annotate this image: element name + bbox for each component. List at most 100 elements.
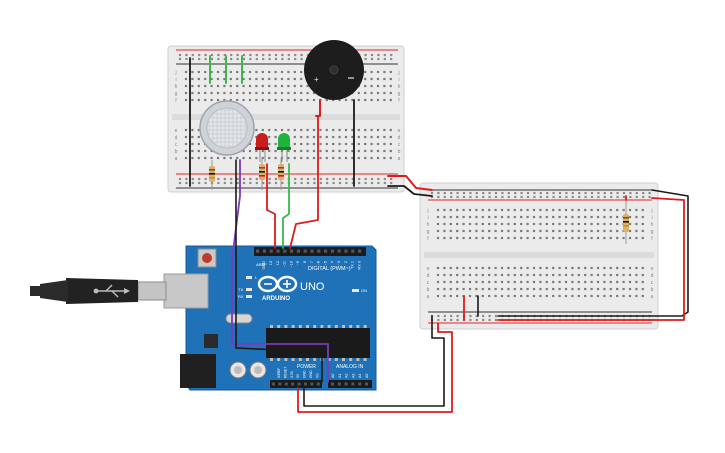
- usb-cable[interactable]: [30, 278, 167, 304]
- wire-rail-black-bridge[interactable]: [387, 185, 433, 197]
- breadboard-hole: [191, 98, 194, 102]
- header-hole[interactable]: [256, 249, 260, 253]
- breadboard-hole: [526, 266, 529, 270]
- resistor-4-band-3: [623, 225, 629, 227]
- breadboard-hole: [204, 70, 207, 74]
- power-pin-label: Vin: [315, 373, 319, 378]
- led-green[interactable]: [277, 133, 291, 162]
- breadboard-hole: [475, 287, 478, 291]
- resistor-3[interactable]: [278, 158, 284, 190]
- wire-buzzer-to-d10[interactable]: [289, 115, 319, 249]
- breadboard-hole: [468, 273, 472, 277]
- header-hole[interactable]: [278, 382, 282, 386]
- wire-5v-to-rail[interactable]: [297, 322, 453, 413]
- wire-right-red-loop[interactable]: [497, 197, 685, 321]
- wire-rail-red-bridge[interactable]: [387, 175, 433, 191]
- breadboard-hole: [596, 208, 600, 212]
- breadboard-hole: [338, 98, 341, 102]
- header-hole[interactable]: [330, 249, 334, 253]
- header-hole[interactable]: [272, 382, 275, 386]
- resistor-2[interactable]: [259, 158, 265, 190]
- breadboard-hole: [204, 98, 207, 102]
- breadboard-hole: [281, 57, 284, 61]
- header-hole[interactable]: [283, 249, 287, 253]
- wire-green-led-to-d11[interactable]: [282, 163, 290, 249]
- breadboard-hole: [500, 287, 504, 291]
- breadboard-hole: [532, 273, 536, 277]
- digital-pin-label: TX 1: [351, 261, 355, 269]
- breadboard-hole: [596, 229, 600, 233]
- header-hole[interactable]: [262, 249, 266, 253]
- breadboard-hole: [300, 57, 303, 61]
- breadboard-hole: [248, 149, 252, 153]
- header-hole[interactable]: [337, 382, 341, 386]
- header-hole[interactable]: [358, 382, 362, 386]
- ic-pin: [270, 325, 273, 328]
- row-letter: g: [651, 229, 654, 235]
- breadboard-hole: [338, 181, 342, 185]
- breadboard-hole: [338, 128, 341, 132]
- header-hole[interactable]: [304, 382, 307, 386]
- wire-right-black-loop[interactable]: [497, 189, 689, 317]
- header-hole[interactable]: [284, 382, 288, 386]
- resistor-1[interactable]: [209, 160, 215, 190]
- breadboard-hole: [230, 177, 233, 181]
- breadboard-hole: [577, 229, 580, 233]
- breadboard-hole: [590, 195, 594, 199]
- wire-black-sensor[interactable]: [235, 159, 323, 383]
- reset-button-cap[interactable]: [202, 253, 212, 263]
- piezo-buzzer[interactable]: +: [304, 40, 364, 100]
- header-hole[interactable]: [331, 382, 334, 386]
- breadboard-hole: [456, 273, 459, 277]
- header-hole[interactable]: [310, 249, 314, 253]
- header-hole[interactable]: [269, 249, 273, 253]
- header-hole[interactable]: [317, 249, 321, 253]
- breadboard-hole: [629, 191, 632, 195]
- breadboard-hole: [558, 280, 561, 284]
- header-hole[interactable]: [290, 249, 294, 253]
- breadboard-hole: [475, 208, 478, 212]
- breadboard-hole: [197, 149, 200, 153]
- breadboard-hole: [389, 77, 392, 81]
- breadboard-hole: [198, 57, 201, 61]
- header-hole[interactable]: [365, 382, 368, 386]
- breadboard-hole: [312, 128, 316, 132]
- header-hole[interactable]: [351, 382, 355, 386]
- header-hole[interactable]: [344, 249, 348, 253]
- resistor-4[interactable]: [623, 200, 629, 244]
- breadboard-hole: [475, 314, 478, 318]
- header-hole[interactable]: [297, 382, 301, 386]
- header-hole[interactable]: [296, 249, 300, 253]
- breadboard-hole: [230, 57, 233, 61]
- breadboard-hole: [481, 208, 484, 212]
- header-hole[interactable]: [276, 249, 280, 253]
- breadboard-hole: [603, 222, 606, 226]
- header-hole[interactable]: [324, 249, 328, 253]
- breadboard-hole: [500, 273, 504, 277]
- gas-sensor[interactable]: [199, 100, 255, 156]
- breadboard-hole: [468, 236, 472, 240]
- breadboard-hole: [635, 222, 638, 226]
- wire-red-led-to-d12[interactable]: [266, 163, 276, 249]
- header-hole[interactable]: [303, 249, 307, 253]
- header-hole[interactable]: [344, 382, 348, 386]
- header-hole[interactable]: [337, 249, 341, 253]
- lower-header-holes: [272, 382, 368, 386]
- header-hole[interactable]: [358, 249, 362, 253]
- header-hole[interactable]: [316, 382, 320, 386]
- led-red[interactable]: [255, 133, 269, 162]
- led-red-rim: [255, 147, 269, 150]
- header-hole[interactable]: [351, 249, 355, 253]
- header-hole[interactable]: [291, 382, 295, 386]
- wire-purple-sensor-to-a0[interactable]: [231, 159, 329, 383]
- wire-gnd-to-rail[interactable]: [303, 315, 445, 407]
- analog-pin-label: A3: [351, 374, 355, 378]
- header-hole[interactable]: [310, 382, 314, 386]
- breadboard-hole: [326, 181, 329, 185]
- breadboard-hole: [357, 142, 360, 146]
- breadboard-hole: [389, 91, 392, 95]
- ic-pin: [342, 325, 345, 328]
